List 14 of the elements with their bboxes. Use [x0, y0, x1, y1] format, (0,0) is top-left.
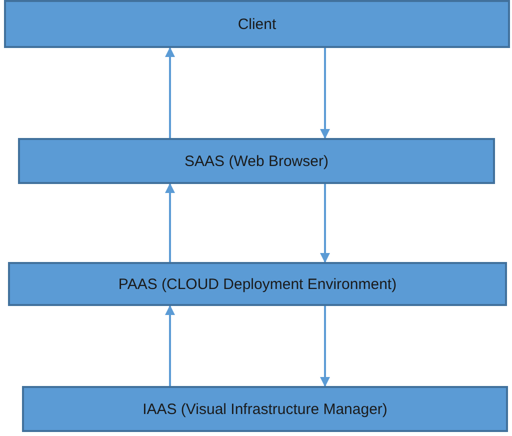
arrow: [320, 184, 330, 263]
process-box: [4, 0, 510, 48]
arrow: [165, 305, 175, 386]
arrow: [165, 183, 175, 262]
process-box: [18, 138, 495, 184]
process-box: [22, 386, 508, 432]
arrow: [165, 47, 175, 138]
arrow: [320, 306, 330, 387]
arrow: [320, 48, 330, 139]
box-label: IAAS (Visual Infrastructure Manager): [142, 400, 388, 418]
process-box: [8, 262, 507, 306]
box-label: SAAS (Web Browser): [184, 152, 328, 170]
box-label: PAAS (CLOUD Deployment Environment): [118, 276, 397, 292]
box-label: Client: [238, 16, 276, 32]
